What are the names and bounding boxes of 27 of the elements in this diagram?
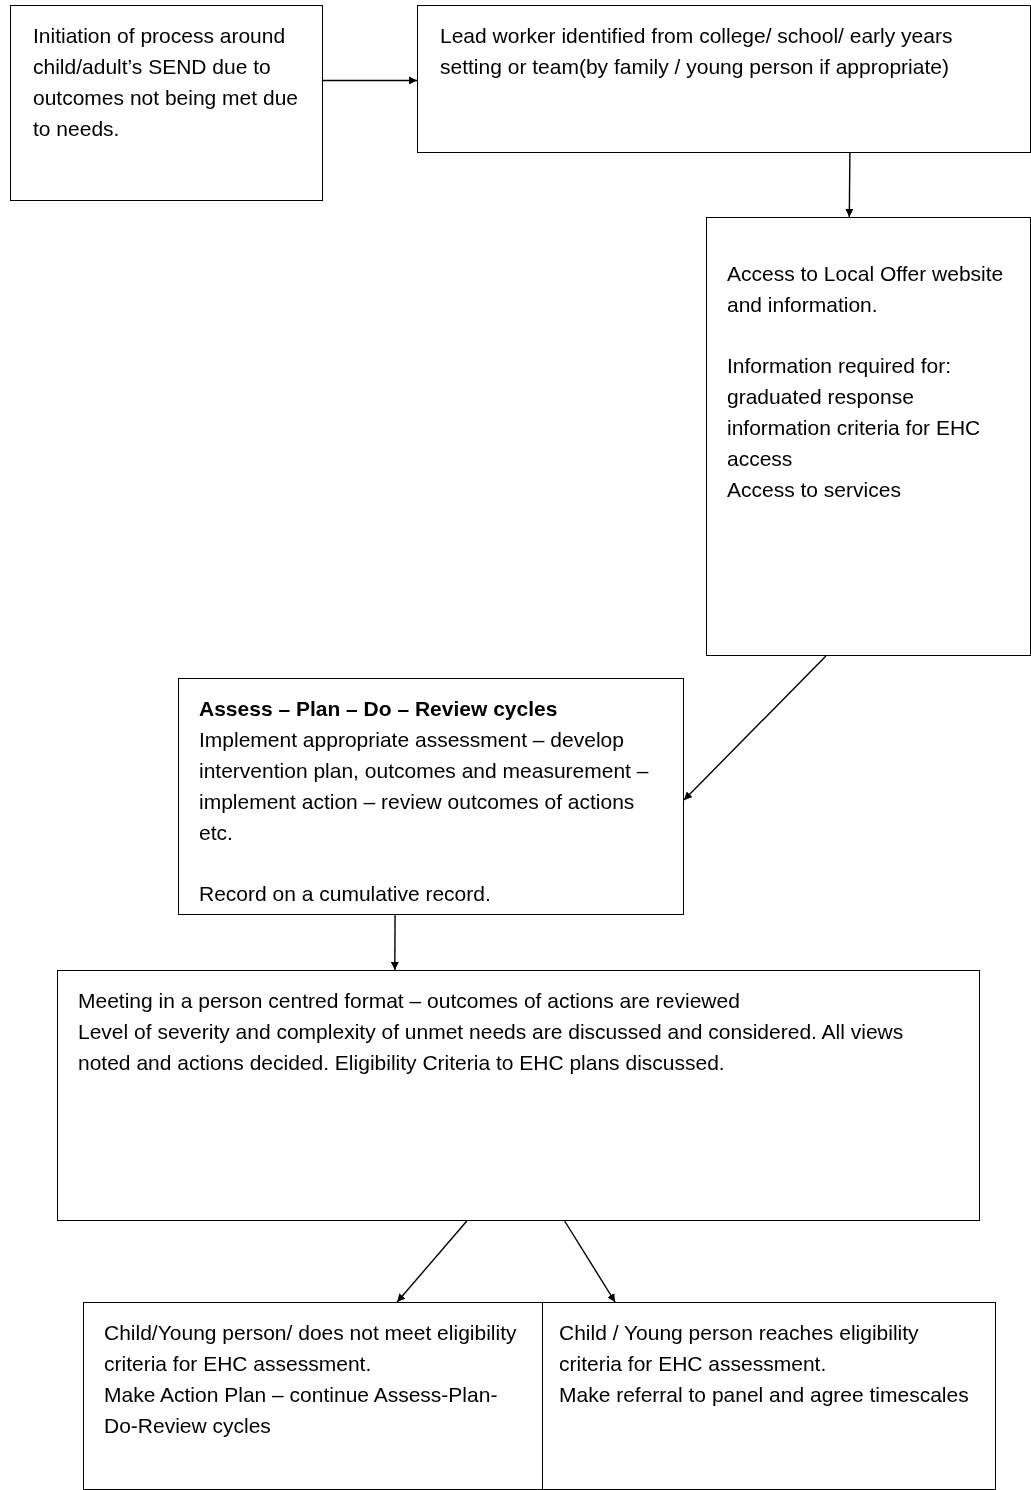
box-text: Record on a cumulative record.: [199, 881, 492, 907]
arrow: [396, 1220, 468, 1303]
process-box: [706, 217, 1031, 656]
arrow: [322, 76, 418, 85]
box-text: Initiation of process around child/adult’s SEND due to outcomes not being met due to needs.: [33, 23, 299, 142]
process-box: [417, 5, 1031, 153]
box-text: Level of severity and complexity of unmet needs are discussed and considered. All views noted and actions decided. Eligibility Criteria to EHC plans discussed.: [78, 1019, 905, 1076]
arrow: [845, 152, 854, 218]
process-box: [10, 5, 323, 201]
box-text: Lead worker identified from college/ school/ early years setting or team(by family / young person if appropriate): [440, 23, 954, 80]
arrow: [563, 1220, 616, 1303]
process-box: [542, 1302, 996, 1490]
box-text: Make Action Plan – continue Assess-Plan-Do-Review cycles: [104, 1382, 499, 1439]
arrow: [683, 655, 827, 801]
process-box: [178, 678, 684, 915]
box-text: Child / Young person reaches eligibility criteria for EHC assessment.: [559, 1320, 920, 1377]
box-text: Child/Young person/ does not meet eligibility criteria for EHC assessment.: [104, 1320, 518, 1377]
box-text: Information required for: graduated response information criteria for EHC access: [727, 353, 982, 472]
box-text: Meeting in a person centred format – outcomes of actions are reviewed: [78, 988, 741, 1014]
box-text: Access to Local Offer website and information.: [727, 261, 1005, 318]
box-text: Implement appropriate assessment – develop intervention plan, outcomes and measurement – implement action – review outcomes of actions etc.: [199, 727, 650, 846]
box-text: Access to services: [727, 477, 902, 503]
box-heading: Assess – Plan – Do – Review cycles: [199, 696, 559, 722]
arrow: [390, 914, 399, 971]
box-text: Make referral to panel and agree timescales: [559, 1382, 970, 1408]
process-box: [83, 1302, 543, 1490]
process-box: [57, 970, 980, 1221]
